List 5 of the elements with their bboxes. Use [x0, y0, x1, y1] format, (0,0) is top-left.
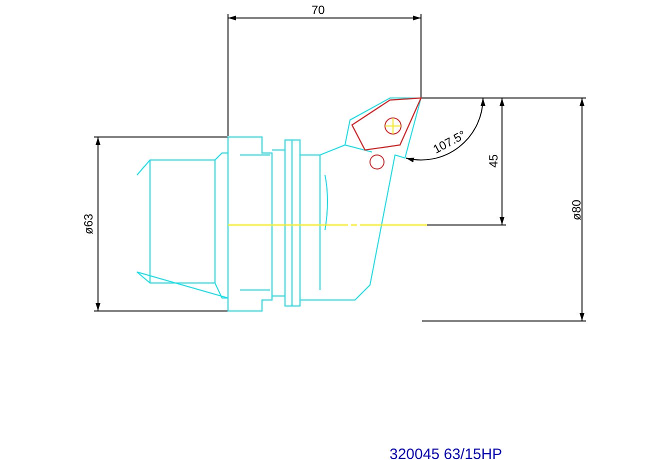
- dimension-label: 70: [312, 4, 325, 16]
- part-number: 320045 63/15HP: [390, 447, 502, 460]
- diameter-label: ø80: [570, 200, 582, 220]
- dimension-label: 45: [487, 154, 500, 168]
- diameter-label: ø63: [82, 214, 94, 234]
